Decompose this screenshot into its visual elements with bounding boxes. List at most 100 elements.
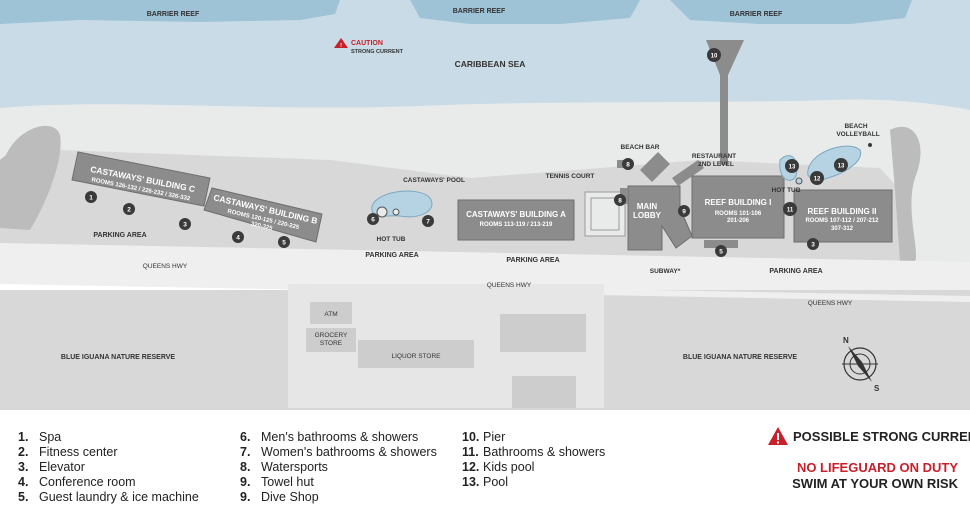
svg-text:1: 1 (89, 195, 93, 202)
reef-ii-rooms: ROOMS 107-112 / 207-212 (805, 218, 879, 224)
reef-label: BARRIER REEF (453, 8, 506, 15)
warning-text: POSSIBLE STRONG CURRENT (793, 428, 970, 444)
liquor-store-building (358, 340, 474, 368)
castaways-building-a (457, 199, 575, 241)
marker-5[interactable]: 5 (278, 236, 290, 248)
reef-building-ii (793, 189, 893, 243)
svg-text:2: 2 (127, 207, 131, 214)
marker-6[interactable]: 6 (367, 213, 379, 225)
svg-text:6: 6 (371, 217, 375, 224)
svg-text:8: 8 (626, 162, 630, 169)
castaways-b-rooms-2: 320-325 (250, 221, 273, 232)
legend-item: 2.Fitness center (18, 445, 118, 459)
svg-text:3: 3 (811, 242, 815, 249)
marker-5[interactable]: 5 (715, 245, 727, 257)
legend-item: 5.Guest laundry & ice machine (18, 490, 199, 504)
marker-12[interactable]: 12 (810, 171, 824, 185)
main-lobby-building (627, 185, 693, 251)
marker-3[interactable]: 3 (179, 218, 191, 230)
marker-8[interactable]: 8 (614, 194, 626, 206)
legend-column-2: 6.Men's bathrooms & showers 7.Women's ba… (240, 430, 437, 505)
parking-area-label: PARKING AREA (769, 268, 822, 275)
marker-10[interactable]: 10 (707, 48, 721, 62)
castaways-a-name: CASTAWAYS' BUILDING A (466, 210, 566, 219)
marker-8[interactable]: 8 (622, 158, 634, 170)
legend-item: 9.Towel hut (240, 475, 314, 489)
vegetation-left (0, 125, 61, 230)
svg-text:10: 10 (711, 54, 718, 60)
compass-rose: N S (842, 336, 880, 393)
svg-text:13: 13 (838, 164, 845, 170)
grocery-label-2: STORE (320, 340, 343, 347)
reef-building-i (691, 175, 785, 239)
legend-item: 1.Spa (18, 430, 62, 444)
reef-i-rooms: ROOMS 101-106 (715, 211, 762, 217)
queens-hwy-road (0, 243, 970, 296)
sea-label: CARIBBEAN SEA (455, 59, 526, 69)
marker-1[interactable]: 1 (85, 191, 97, 203)
map-markers: 1 2 3 4 5 6 7 8 8 9 5 10 11 12 13 13 3 (85, 48, 848, 257)
svg-text:13: 13 (789, 165, 796, 171)
parking-area-label: PARKING AREA (506, 257, 559, 264)
warning-icon (768, 427, 788, 445)
queens-hwy-label: QUEENS HWY (487, 282, 532, 289)
marker-13[interactable]: 13 (785, 159, 799, 173)
map-legend: 1.Spa 2.Fitness center 3.Elevator 4.Conf… (0, 410, 970, 516)
swim-risk-notice: SWIM AT YOUR OWN RISK (792, 476, 958, 491)
castaways-pool-label: CASTAWAYS' POOL (403, 177, 465, 184)
queens-hwy-label: QUEENS HWY (808, 300, 853, 307)
legend-item: 4.Conference room (18, 475, 136, 489)
beach-bar-building (640, 152, 670, 182)
reef-ii-name: REEF BUILDING II (808, 207, 877, 216)
tennis-court-label: TENNIS COURT (546, 173, 595, 180)
legend-item: 10.Pier (462, 430, 506, 444)
reef-ii-rooms-2: 307-312 (831, 226, 854, 232)
reef-i-annex (704, 240, 738, 248)
grocery-store-building (306, 328, 356, 352)
svg-text:12: 12 (814, 177, 821, 183)
main-lobby-line2: LOBBY (633, 211, 662, 220)
nature-reserve-label: BLUE IGUANA NATURE RESERVE (61, 354, 176, 361)
strong-current-warning: POSSIBLE STRONG CURRENT (767, 426, 970, 446)
legend-item: 11.Bathrooms & showers (462, 445, 606, 459)
reef-label: BARRIER REEF (147, 11, 200, 18)
resort-map: BARRIER REEF BARRIER REEF BARRIER REEF C… (0, 0, 970, 410)
atm-label: ATM (324, 311, 337, 318)
hot-tub-right (795, 177, 803, 185)
restaurant-building (672, 160, 704, 186)
subway-label: SUBWAY* (650, 268, 681, 275)
marker-13[interactable]: 13 (834, 158, 848, 172)
castaways-building-b (203, 187, 323, 243)
svg-text:8: 8 (618, 198, 622, 205)
restaurant-label: RESTAURANT (692, 153, 736, 160)
beach-volleyball-label-2: VOLLEYBALL (836, 131, 879, 138)
caution-subtitle: STRONG CURRENT (351, 49, 404, 55)
marker-11[interactable]: 11 (783, 202, 797, 216)
vegetation-right (890, 126, 921, 262)
main-lobby-line1: MAIN (637, 202, 658, 211)
restaurant-level-label: 2ND LEVEL (698, 161, 734, 168)
nature-reserve-label: BLUE IGUANA NATURE RESERVE (683, 354, 798, 361)
castaways-a-rooms: ROOMS 113-119 / 213-219 (480, 222, 553, 228)
volleyball-marker (868, 143, 872, 147)
tennis-court-lines (590, 197, 620, 231)
svg-text:7: 7 (426, 219, 430, 226)
hot-tub-left-label: HOT TUB (377, 236, 406, 243)
beach-volleyball-label: BEACH (844, 123, 867, 130)
marker-3[interactable]: 3 (807, 238, 819, 250)
compass-north: N (843, 336, 849, 345)
hot-tub-left (376, 206, 388, 218)
svg-text:9: 9 (682, 209, 686, 216)
legend-column-1: 1.Spa 2.Fitness center 3.Elevator 4.Conf… (18, 430, 199, 505)
marker-2[interactable]: 2 (123, 203, 135, 215)
inland-building-2 (512, 376, 576, 408)
marker-9[interactable]: 9 (678, 205, 690, 217)
legend-item: 13.Pool (462, 475, 509, 489)
reef-label: BARRIER REEF (730, 11, 783, 18)
marker-4[interactable]: 4 (232, 231, 244, 243)
hot-tub-right-label: HOT TUB (772, 187, 801, 194)
towel-hut (617, 160, 625, 168)
marker-7[interactable]: 7 (422, 215, 434, 227)
svg-text:5: 5 (282, 240, 286, 247)
pool-feature (392, 208, 400, 216)
